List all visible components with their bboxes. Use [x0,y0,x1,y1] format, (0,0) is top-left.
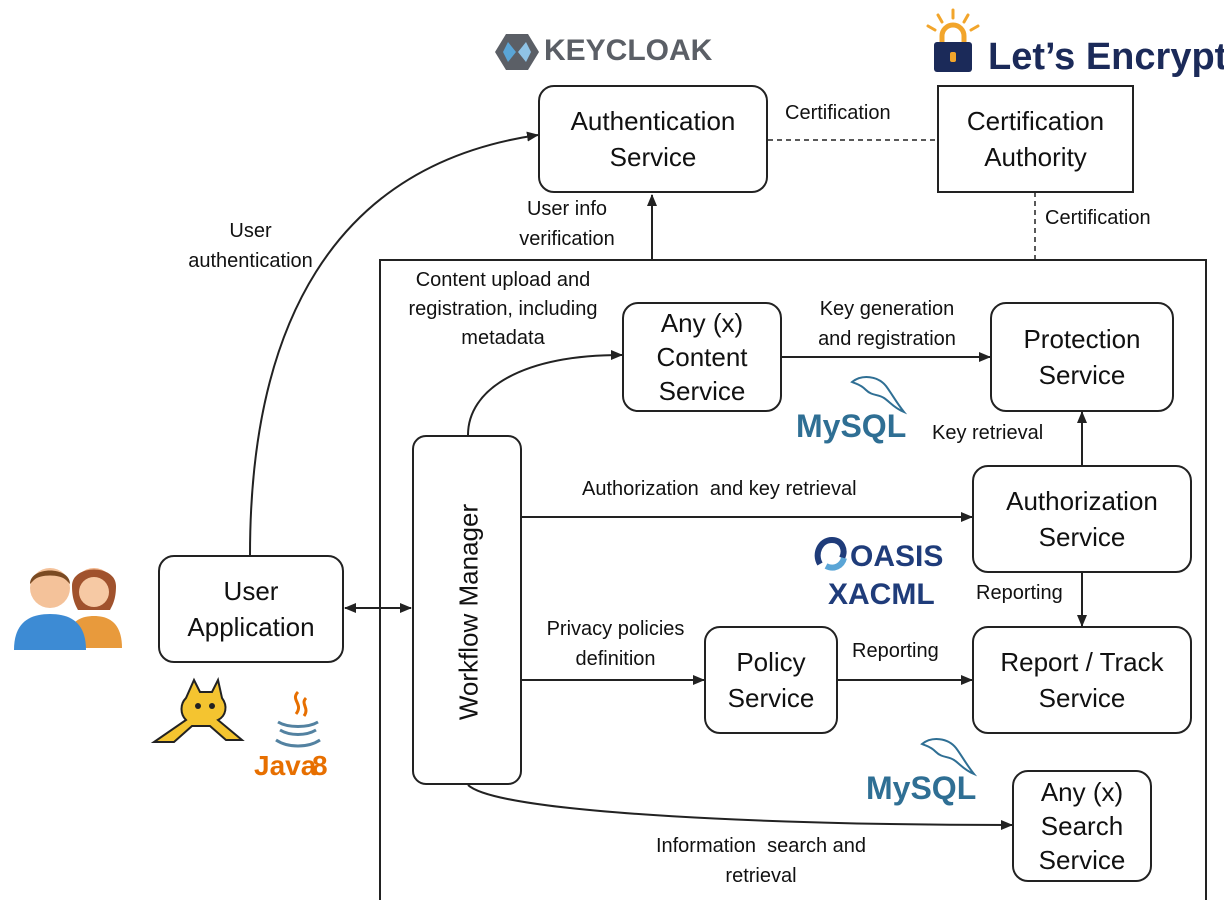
authorization-service-line-2: Service [1038,522,1126,552]
letsencrypt-logo: Let’s Encrypt [924,6,1224,78]
user-info-verification-line-2: verification [519,228,615,250]
java-wordmark: Java [254,750,317,781]
letsencrypt-wordmark: Let’s Encrypt [988,36,1224,78]
mysql-logo-lower: MySQL [866,734,986,806]
workflow-manager-box: Workflow Manager [412,435,522,785]
report-track-service-box: Report / Track Service [972,626,1192,734]
workflow-manager-label: Workflow Manager [453,503,484,721]
authorization-service-line-1: Authorization [1006,486,1158,516]
content-upload-line-1: Content upload and [415,269,591,291]
tomcat-logo [150,676,250,746]
user-info-verification-label: User info verification [502,194,632,254]
oasis-wordmark: OASIS [850,540,944,573]
certification-authority-box: Certification Authority [937,85,1134,193]
reporting-horizontal-label: Reporting [852,640,939,662]
privacy-policies-label: Privacy policies definition [528,614,703,674]
content-service-line-1: Any (x) [660,308,744,338]
search-service-box: Any (x) Search Service [1012,770,1152,882]
key-generation-line-2: and registration [818,328,956,350]
content-upload-line-3: metadata [461,327,545,349]
authorization-key-retrieval-label: Authorization and key retrieval [582,478,857,500]
user-authentication-line-2: authentication [188,250,313,272]
tomcat-icon [150,677,245,743]
java-cup-icon [275,690,321,748]
content-service-box: Any (x) Content Service [622,302,782,412]
certification-label-top: Certification [785,102,891,124]
mysql-wordmark-upper: MySQL [796,408,907,444]
content-upload-arrow [467,350,623,436]
mysql-dolphin-icon [850,376,908,415]
search-service-line-1: Any (x) [1040,777,1124,807]
oasis-swirl-icon [814,536,847,571]
user-application-box: User Application [158,555,344,663]
letsencrypt-padlock-icon [926,8,980,72]
search-service-line-3: Service [1038,845,1126,875]
authentication-service-line-2: Service [609,142,697,172]
user-authentication-arrow [249,131,539,556]
information-search-line-2: retrieval [725,865,797,887]
java-version: 8 [312,750,328,781]
authentication-service-box: Authentication Service [538,85,768,193]
content-service-line-3: Service [658,376,746,406]
system-boundary [379,259,1207,900]
user-authentication-line-1: User [229,220,272,242]
protection-service-box: Protection Service [990,302,1174,412]
keycloak-wordmark: KEYCLOAK [544,34,713,67]
content-service-line-2: Content [656,342,748,372]
report-track-service-line-1: Report / Track [1000,647,1164,677]
mysql-logo-upper: MySQL [796,372,916,444]
information-search-arrow [467,784,1013,830]
user-info-verification-line-1: User info [526,198,608,220]
users-icon [10,560,130,650]
key-retrieval-label: Key retrieval [932,422,1044,444]
protection-service-line-2: Service [1038,360,1126,390]
policy-service-line-1: Policy [736,647,806,677]
oasis-xacml-logo: OASIS XACML [812,534,962,614]
mysql-wordmark-lower: MySQL [866,770,977,806]
keycloak-icon [495,34,539,70]
reporting-vertical-label: Reporting [976,582,1063,604]
user-authentication-label: User authentication [168,216,333,276]
authorization-service-box: Authorization Service [972,465,1192,573]
mysql-dolphin-icon-lower [920,738,978,777]
content-upload-label: Content upload and registration, includi… [384,266,622,353]
certification-authority-line-1: Certification [966,106,1105,136]
search-service-line-2: Search [1040,811,1124,841]
user-application-line-2: Application [187,612,315,642]
key-generation-line-1: Key generation [819,298,955,320]
policy-service-line-2: Service [727,683,815,713]
privacy-policies-line-2: definition [575,648,656,670]
xacml-wordmark: XACML [828,578,935,611]
user-application-line-1: User [223,576,279,606]
authentication-service-line-1: Authentication [570,106,736,136]
certification-authority-line-2: Authority [984,142,1087,172]
protection-service-line-1: Protection [1023,324,1141,354]
privacy-policies-line-1: Privacy policies [546,618,685,640]
information-search-label: Information search and retrieval [630,831,892,891]
report-track-service-line-2: Service [1038,683,1126,713]
java-logo: Java 8 [254,690,344,790]
content-upload-line-2: registration, including [408,298,598,320]
keycloak-logo: KEYCLOAK [494,30,714,74]
certification-label-right: Certification [1045,207,1151,229]
information-search-line-1: Information search and [655,835,867,857]
key-generation-label: Key generation and registration [797,294,977,354]
policy-service-box: Policy Service [704,626,838,734]
